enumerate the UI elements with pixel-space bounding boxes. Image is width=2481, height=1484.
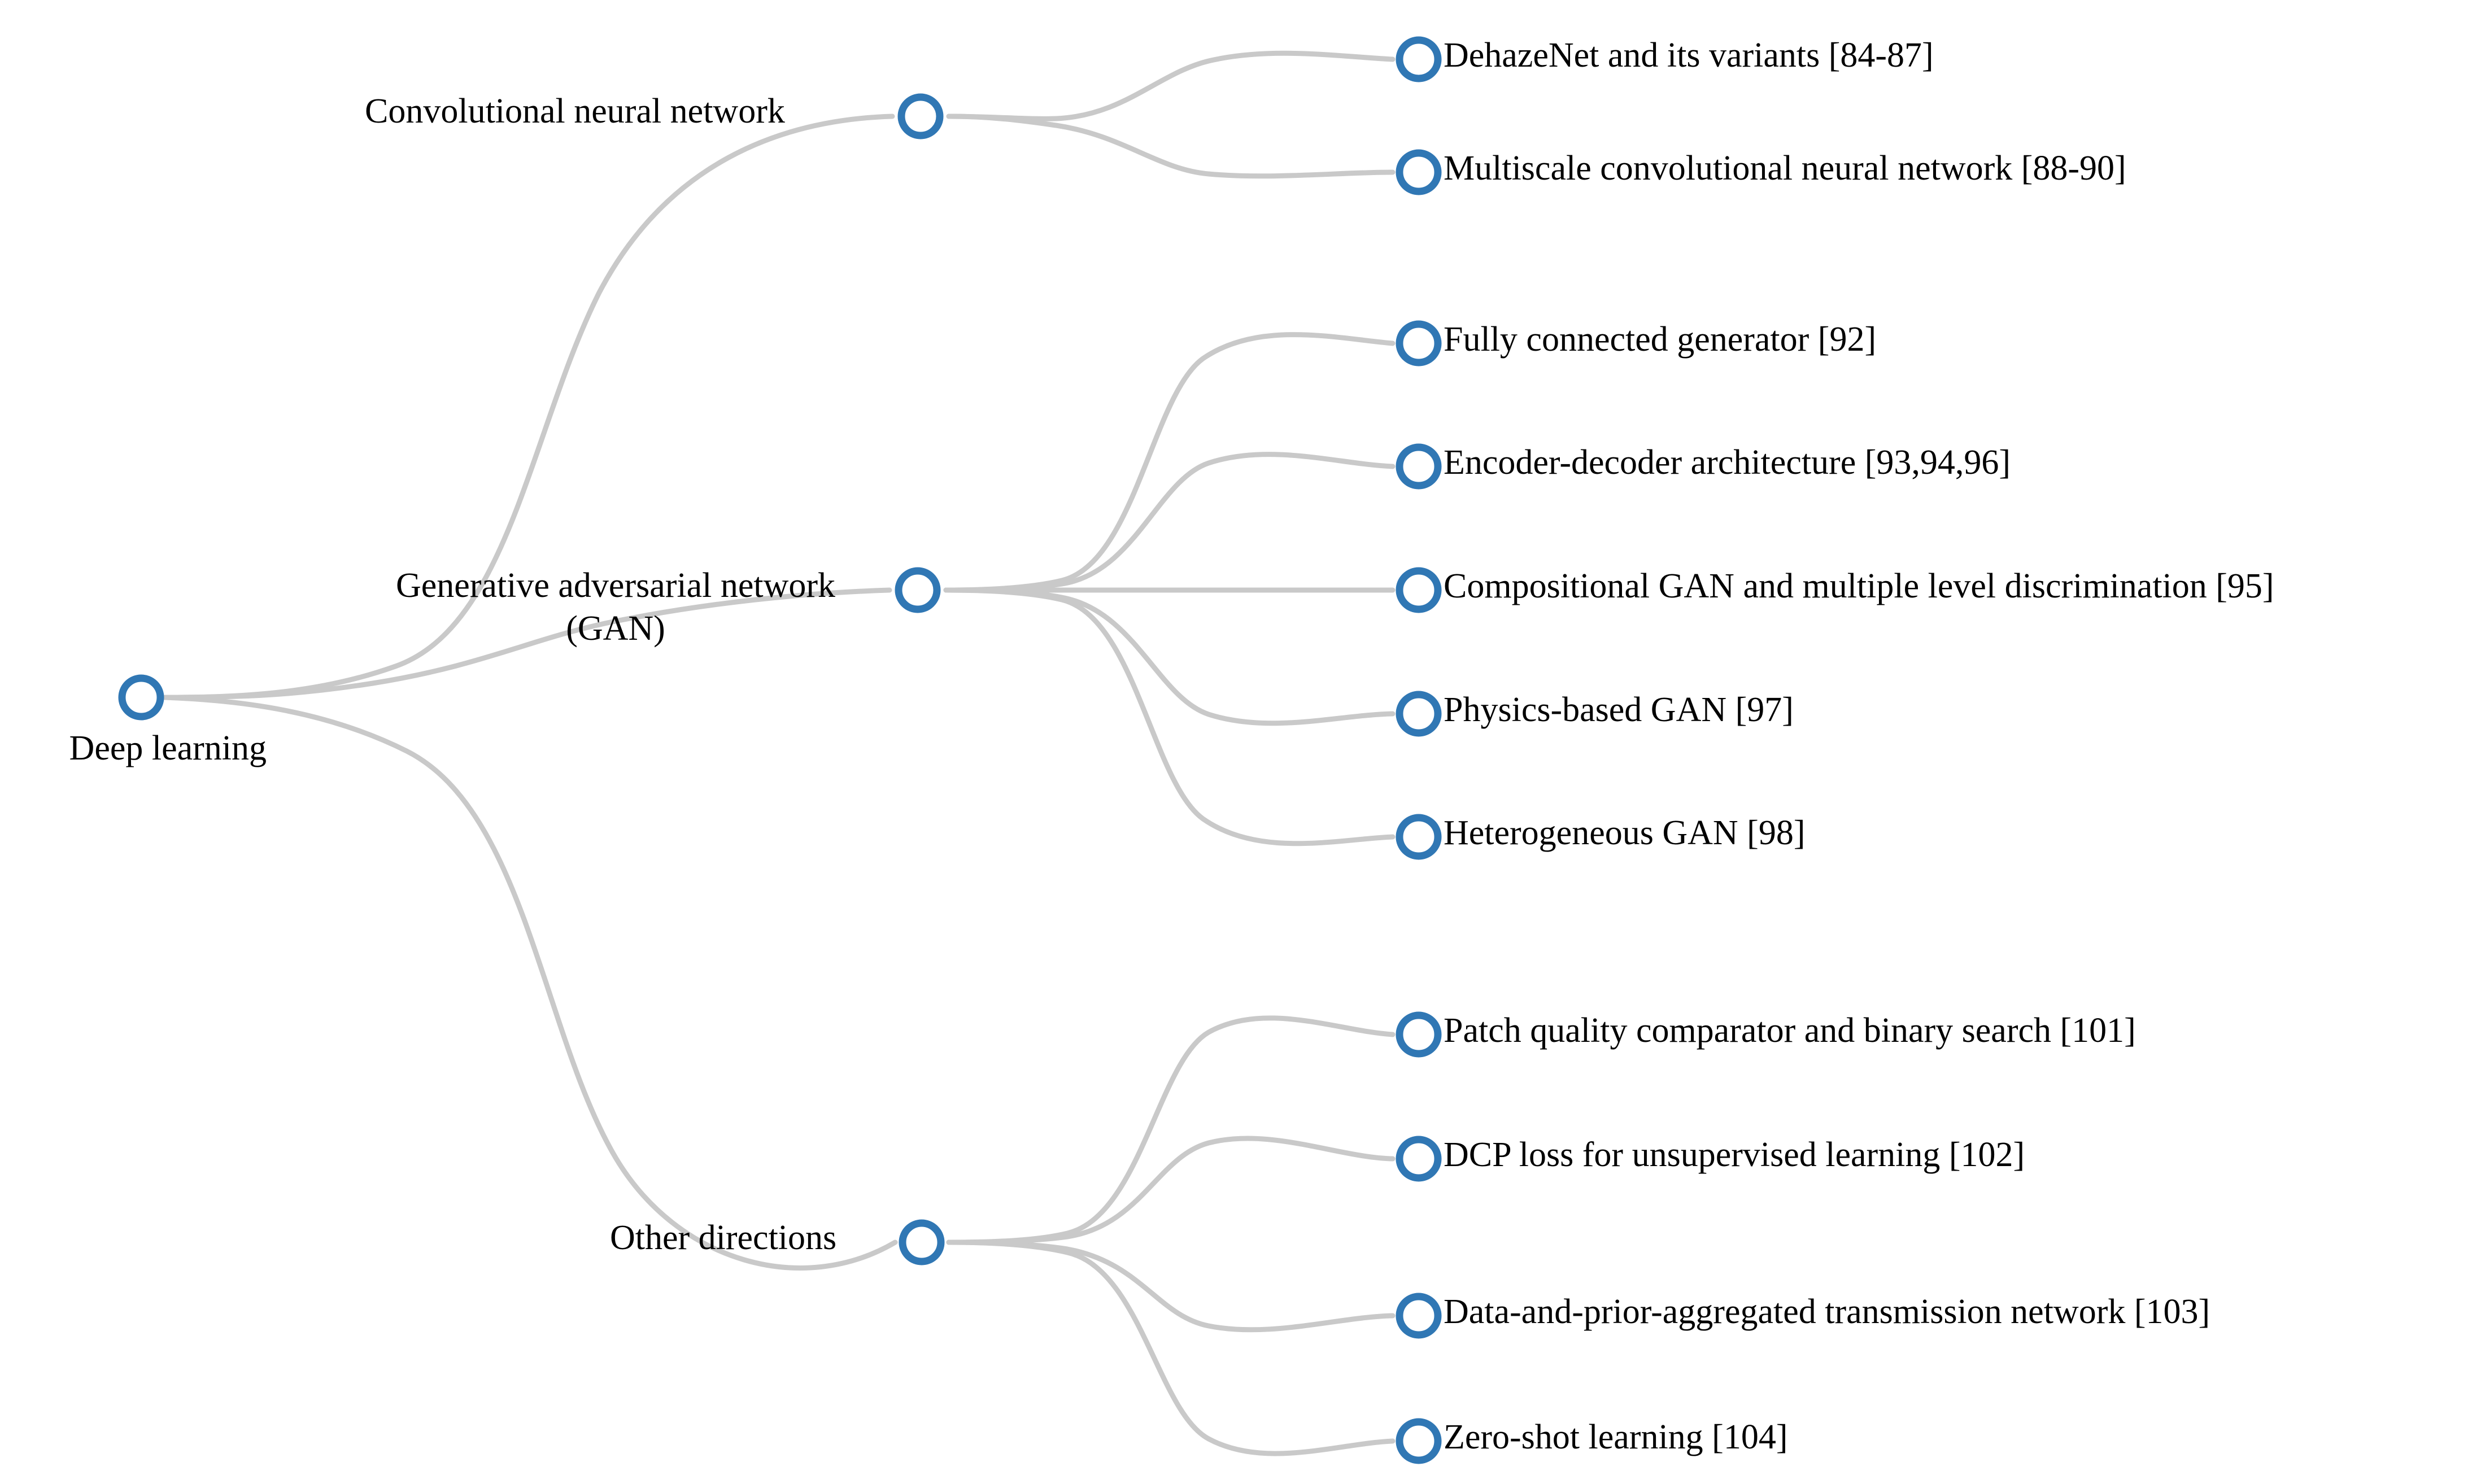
node-zero-shot[interactable] [1396, 1418, 1442, 1464]
node-data-and-prior[interactable] [1396, 1293, 1442, 1339]
label-compositional-gan: Compositional GAN and multiple level dis… [1444, 567, 2274, 605]
label-zero-shot: Zero-shot learning [104] [1444, 1418, 1788, 1456]
edge-gan-to-fully-connected-generator [943, 332, 1396, 593]
label-gan-line2: (GAN) [566, 609, 665, 648]
label-encoder-decoder: Encoder-decoder architecture [93,94,96] [1444, 443, 2011, 482]
node-heterogeneous-gan[interactable] [1396, 814, 1442, 860]
node-physics-based-gan[interactable] [1396, 691, 1442, 737]
edge-gan-to-heterogeneous-gan [943, 587, 1396, 846]
label-heterogeneous-gan: Heterogeneous GAN [98] [1444, 814, 1806, 852]
node-dcp-loss[interactable] [1396, 1136, 1442, 1182]
label-dcp-loss: DCP loss for unsupervised learning [102] [1444, 1136, 2025, 1174]
label-cnn: Convolutional neural network [365, 92, 785, 130]
edge-other-to-patch-quality [946, 1015, 1396, 1245]
node-multiscale-cnn[interactable] [1396, 149, 1442, 195]
edge-root-to-cnn [161, 114, 895, 700]
label-patch-quality-comparator: Patch quality comparator and binary sear… [1444, 1011, 2136, 1050]
edge-group-gan [943, 332, 1396, 846]
label-multiscale-cnn: Multiscale convolutional neural network … [1444, 149, 2126, 187]
edge-cnn-to-dehazenet [946, 50, 1396, 121]
edge-other-to-zero-shot [946, 1239, 1396, 1456]
node-other-directions[interactable] [899, 1219, 945, 1265]
label-gan-line1: Generative adversarial network [395, 566, 836, 605]
label-data-and-prior: Data-and-prior-aggregated transmission n… [1444, 1293, 2210, 1331]
node-deep-learning[interactable] [118, 674, 164, 721]
label-other-directions: Other directions [610, 1219, 837, 1257]
edge-root-to-other [161, 695, 898, 1271]
label-fully-connected-generator: Fully connected generator [92] [1444, 320, 1877, 359]
edge-gan-to-encoder-decoder [943, 452, 1396, 593]
node-gan[interactable] [895, 567, 941, 613]
node-fully-connected-generator[interactable] [1396, 320, 1442, 366]
edge-cnn-to-multiscale [946, 114, 1396, 179]
node-compositional-gan[interactable] [1396, 567, 1442, 613]
edge-group-other [946, 1015, 1396, 1456]
label-dehazenet: DehazeNet and its variants [84-87] [1444, 36, 1934, 75]
edge-group-root [161, 114, 898, 1271]
node-encoder-decoder[interactable] [1396, 443, 1442, 490]
label-deep-learning: Deep learning [69, 729, 267, 767]
edge-group-cnn [946, 50, 1396, 179]
label-physics-based-gan: Physics-based GAN [97] [1444, 691, 1794, 729]
node-patch-quality-comparator[interactable] [1396, 1011, 1442, 1058]
edge-other-to-data-and-prior [946, 1239, 1396, 1333]
edge-other-to-dcp-loss [946, 1136, 1396, 1245]
edge-root-to-gan [161, 587, 892, 700]
edge-gan-to-physics-based-gan [943, 587, 1396, 726]
node-cnn[interactable] [897, 93, 944, 139]
node-dehazenet[interactable] [1396, 36, 1442, 82]
